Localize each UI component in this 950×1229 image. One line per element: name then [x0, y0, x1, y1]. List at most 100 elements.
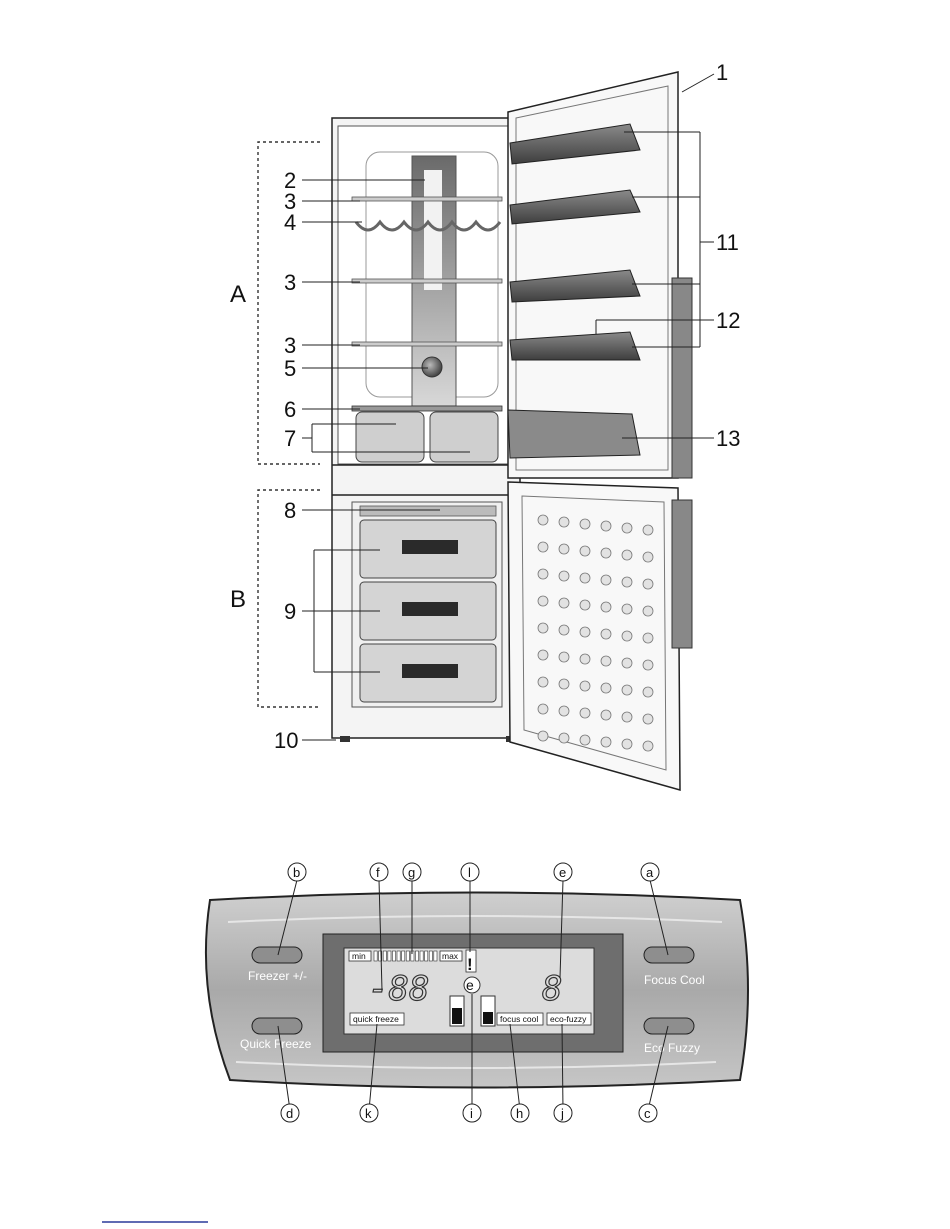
marker-c: c — [644, 1106, 651, 1121]
callout-5: 5 — [284, 356, 296, 381]
callout-7: 7 — [284, 426, 296, 451]
panel-markers-top: b f g l e a — [288, 863, 659, 881]
door-dimple — [643, 552, 653, 562]
freezer-temp-digits: -88 — [368, 969, 429, 1009]
callout-9: 9 — [284, 599, 296, 624]
door-dimple — [538, 704, 548, 714]
temperature-bar-segment — [388, 951, 391, 961]
door-dimple — [622, 685, 632, 695]
fan — [422, 357, 442, 377]
door-dimple — [580, 600, 590, 610]
door-dimple — [601, 521, 611, 531]
marker-l: l — [468, 865, 471, 880]
door-dimple — [580, 519, 590, 529]
door-dimple — [559, 679, 569, 689]
callout-1: 1 — [716, 60, 728, 85]
alarm-icon: ! — [467, 955, 473, 974]
temperature-bar-segment — [406, 951, 409, 961]
door-dimple — [538, 569, 548, 579]
door-dimple — [538, 623, 548, 633]
focus-cool-indicator: focus cool — [500, 1014, 538, 1024]
temperature-bar-segment — [434, 951, 437, 961]
temperature-bar-segment — [397, 951, 400, 961]
door-dimple — [538, 731, 548, 741]
door-dimple — [601, 629, 611, 639]
quick-freeze-button[interactable] — [252, 1018, 302, 1034]
callout-3-mid: 3 — [284, 270, 296, 295]
temperature-bar-segment — [415, 951, 418, 961]
door-dimple — [643, 579, 653, 589]
ice-tray — [360, 506, 496, 516]
door-dimple — [580, 573, 590, 583]
temperature-bar-segment — [392, 951, 395, 961]
marker-f: f — [376, 865, 380, 880]
door-dimple — [643, 606, 653, 616]
door-dimple — [538, 542, 548, 552]
crisper-right — [430, 412, 498, 462]
eco-fuzzy-button[interactable] — [644, 1018, 694, 1034]
marker-j: j — [560, 1106, 564, 1121]
lcd-max-label: max — [442, 951, 459, 961]
door-dimple — [643, 741, 653, 751]
callout-8: 8 — [284, 498, 296, 523]
marker-i: i — [470, 1106, 473, 1121]
section-label-b: B — [230, 586, 246, 613]
freezer-door-handle — [672, 500, 692, 648]
door-dimple — [622, 739, 632, 749]
door-dimple — [643, 633, 653, 643]
crisper-cover — [352, 406, 502, 411]
bottle-shelf — [508, 410, 640, 458]
door-dimple — [601, 737, 611, 747]
door-dimple — [643, 687, 653, 697]
callout-4: 4 — [284, 210, 296, 235]
fridge-compartment-fill — [483, 1012, 493, 1024]
door-dimple — [559, 571, 569, 581]
door-dimple — [601, 656, 611, 666]
door-dimple — [622, 523, 632, 533]
temperature-bar-segment — [402, 951, 405, 961]
door-dimple — [580, 681, 590, 691]
callout-10: 10 — [274, 728, 298, 753]
door-dimple — [622, 631, 632, 641]
callout-12: 12 — [716, 308, 740, 333]
marker-b: b — [293, 865, 300, 880]
marker-d: d — [286, 1106, 293, 1121]
door-dimple — [580, 735, 590, 745]
section-label-a: A — [230, 281, 246, 308]
callout-11: 11 — [716, 230, 739, 255]
freezer-button-label: Freezer +/- — [248, 969, 307, 983]
door-dimple — [601, 602, 611, 612]
door-dimple — [559, 733, 569, 743]
callout-3-low: 3 — [284, 333, 296, 358]
focus-cool-button[interactable] — [644, 947, 694, 963]
door-dimple — [559, 598, 569, 608]
door-dimple — [601, 548, 611, 558]
door-dimple — [559, 517, 569, 527]
temperature-bar-segment — [374, 951, 377, 961]
fridge-temp-digit: 8 — [542, 969, 562, 1009]
crisper-left — [356, 412, 424, 462]
door-dimple — [538, 677, 548, 687]
temperature-bar-segment — [425, 951, 428, 961]
quick-freeze-indicator: quick freeze — [353, 1014, 399, 1024]
eco-fuzzy-button-label: Eco Fuzzy — [644, 1041, 700, 1055]
marker-e: e — [559, 865, 566, 880]
eco-icon: e — [466, 977, 474, 993]
marker-a: a — [646, 865, 654, 880]
door-dimple — [538, 650, 548, 660]
door-dimple — [601, 683, 611, 693]
door-dimple — [538, 596, 548, 606]
door-dimple — [643, 525, 653, 535]
door-dimple — [622, 550, 632, 560]
door-dimple — [622, 658, 632, 668]
door-dimple — [559, 652, 569, 662]
freezer-drawers — [360, 520, 496, 702]
door-dimple — [643, 714, 653, 724]
fridge-door-handle — [672, 278, 692, 478]
freezer-button[interactable] — [252, 947, 302, 963]
door-dimple — [580, 654, 590, 664]
door-dimple — [538, 515, 548, 525]
door-dimple — [559, 706, 569, 716]
temperature-bar-segment — [383, 951, 386, 961]
